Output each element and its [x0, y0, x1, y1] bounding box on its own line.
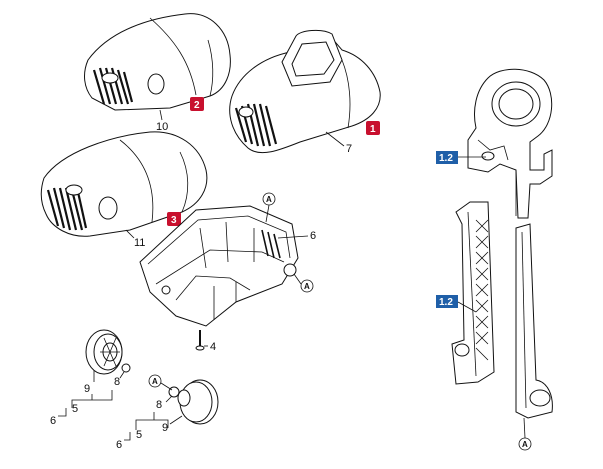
callout-9b: 9	[162, 422, 168, 434]
badge-red-3: 3	[167, 212, 181, 226]
ref-circle-a-2: A	[293, 273, 314, 293]
leader-bracket-a	[71, 390, 113, 408]
cover-part-7	[229, 29, 381, 154]
handle-tube-right-part	[515, 223, 553, 419]
svg-text:3: 3	[171, 215, 177, 226]
leader-6	[277, 235, 309, 239]
svg-text:1.2: 1.2	[439, 153, 453, 164]
badge-red-2: 2	[190, 97, 204, 111]
leader-6a-line	[58, 408, 67, 417]
callout-5a: 5	[72, 403, 78, 415]
callout-8a: 8	[114, 376, 120, 388]
svg-text:2: 2	[194, 100, 200, 111]
svg-text:A: A	[152, 377, 158, 386]
base-frame-part-6	[139, 205, 299, 327]
callout-9a: 9	[84, 383, 90, 395]
callout-6b: 6	[116, 439, 122, 451]
svg-text:1.2: 1.2	[439, 297, 453, 308]
leader-6b-line	[124, 432, 131, 441]
svg-text:A: A	[522, 440, 528, 449]
callout-6a: 6	[50, 415, 56, 427]
ref-circle-a-4: A	[518, 417, 532, 451]
callout-7: 7	[346, 143, 352, 155]
badge-blue-top: 1.2	[436, 151, 486, 164]
leader-7	[325, 131, 345, 147]
cover-part-11	[40, 131, 208, 237]
leader-9b	[169, 415, 183, 425]
callout-4: 4	[210, 341, 216, 353]
badge-blue-bottom: 1.2	[436, 295, 477, 313]
badge-red-1: 1	[366, 121, 380, 135]
callout-5b: 5	[136, 429, 142, 441]
screw-part-4	[195, 330, 205, 351]
handle-upper-part	[467, 68, 553, 219]
wheel-assembly-lower	[168, 379, 219, 425]
svg-text:A: A	[266, 195, 272, 204]
wheel-assembly-upper	[85, 329, 131, 375]
ref-circle-a-3: A	[148, 374, 173, 391]
leader-8b	[165, 395, 173, 403]
callout-8b: 8	[156, 399, 162, 411]
callout-10: 10	[156, 121, 168, 133]
svg-text:A: A	[304, 282, 310, 291]
cover-part-10	[84, 13, 231, 111]
leader-11	[125, 229, 135, 239]
callout-6: 6	[310, 230, 316, 242]
leader-10	[159, 109, 163, 121]
svg-text:1: 1	[370, 124, 376, 135]
handle-frame-left-part	[451, 201, 495, 385]
ref-circle-a-1: A	[262, 192, 276, 223]
callout-11: 11	[134, 237, 145, 249]
leader-8a	[119, 371, 125, 379]
leader-bracket-b	[135, 412, 169, 430]
